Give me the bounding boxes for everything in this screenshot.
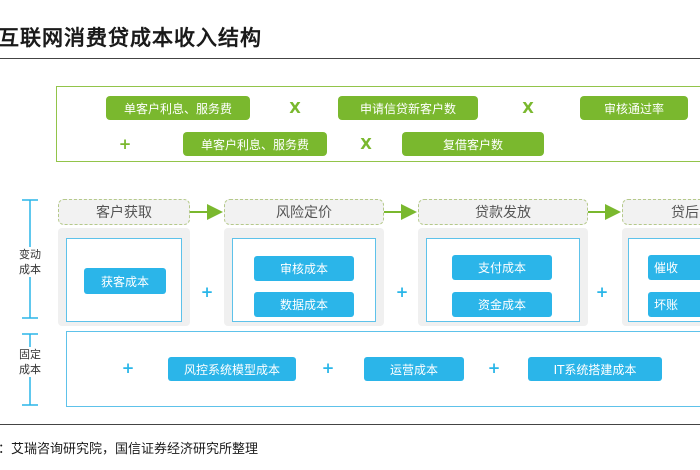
plus-operator: + bbox=[121, 359, 135, 377]
page-title: 互联网消费贷成本收入结构 bbox=[0, 26, 262, 50]
cost-operations: 运营成本 bbox=[364, 357, 464, 381]
cost-review: 审核成本 bbox=[254, 256, 354, 281]
cost-bad-debt: 坏账 bbox=[648, 292, 700, 317]
fixed-cost-label: 固定成本 bbox=[17, 347, 43, 377]
plus-operator: + bbox=[321, 359, 335, 377]
multiply-operator: X bbox=[360, 135, 372, 153]
multiply-operator: X bbox=[289, 99, 301, 117]
variable-cost-label: 变动成本 bbox=[17, 247, 43, 277]
revenue-item-repeat-borrowers: 复借客户数 bbox=[402, 132, 544, 156]
stage-risk-pricing: 风险定价 bbox=[224, 199, 384, 225]
fixed-cost-box bbox=[66, 331, 700, 407]
cost-risk-model: 风控系统模型成本 bbox=[168, 357, 296, 381]
revenue-structure-box bbox=[56, 86, 700, 162]
stage-post-loan: 贷后 bbox=[622, 199, 700, 225]
plus-operator: + bbox=[118, 135, 132, 153]
plus-operator: + bbox=[595, 283, 609, 301]
stage-loan-disbursement: 贷款发放 bbox=[418, 199, 588, 225]
cost-acquisition: 获客成本 bbox=[84, 268, 166, 294]
cost-it-system: IT系统搭建成本 bbox=[528, 357, 662, 381]
revenue-item-approval-rate: 审核通过率 bbox=[580, 96, 688, 120]
plus-operator: + bbox=[487, 359, 501, 377]
stage-customer-acquisition: 客户获取 bbox=[58, 199, 190, 225]
cost-data: 数据成本 bbox=[254, 292, 354, 317]
multiply-operator: X bbox=[522, 99, 534, 117]
revenue-item-new-applicants: 申请信贷新客户数 bbox=[338, 96, 478, 120]
source-divider bbox=[0, 424, 700, 425]
cost-payment: 支付成本 bbox=[452, 255, 552, 280]
revenue-item-interest-fee: 单客户利息、服务费 bbox=[106, 96, 250, 120]
title-divider bbox=[0, 58, 700, 59]
plus-operator: + bbox=[395, 283, 409, 301]
source-note: ：艾瑞咨询研究院，国信证券经济研究所整理 bbox=[0, 442, 259, 457]
stage-arrows bbox=[190, 204, 621, 220]
revenue-item-interest-fee-repeat: 单客户利息、服务费 bbox=[183, 132, 327, 156]
cost-funding: 资金成本 bbox=[452, 292, 552, 317]
plus-operator: + bbox=[200, 283, 214, 301]
cost-collection: 催收 bbox=[648, 255, 700, 280]
